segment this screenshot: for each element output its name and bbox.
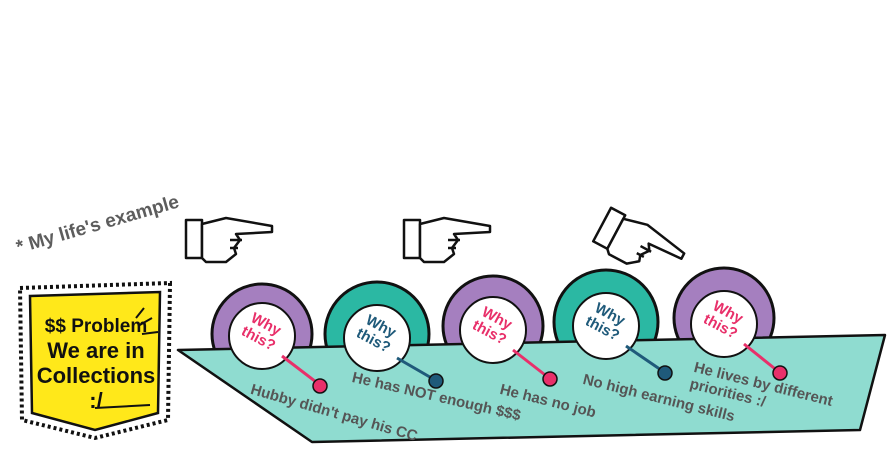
problem-line-2: Collections :/ bbox=[36, 363, 156, 414]
problem-title: $$ Problem bbox=[44, 316, 148, 337]
pin-2 bbox=[396, 356, 444, 389]
problem-line-1: We are in bbox=[47, 337, 145, 363]
pin-3 bbox=[512, 348, 558, 387]
pointing-hand-icon bbox=[402, 216, 492, 264]
problem-text: $$ Problem We are in Collections :/ bbox=[36, 316, 156, 414]
pin-1 bbox=[281, 354, 328, 394]
pointing-hand-icon bbox=[184, 216, 274, 264]
pointing-hand-icon bbox=[591, 206, 686, 265]
problem-badge bbox=[17, 280, 173, 441]
pin-5 bbox=[743, 342, 788, 381]
pin-4 bbox=[625, 344, 673, 381]
